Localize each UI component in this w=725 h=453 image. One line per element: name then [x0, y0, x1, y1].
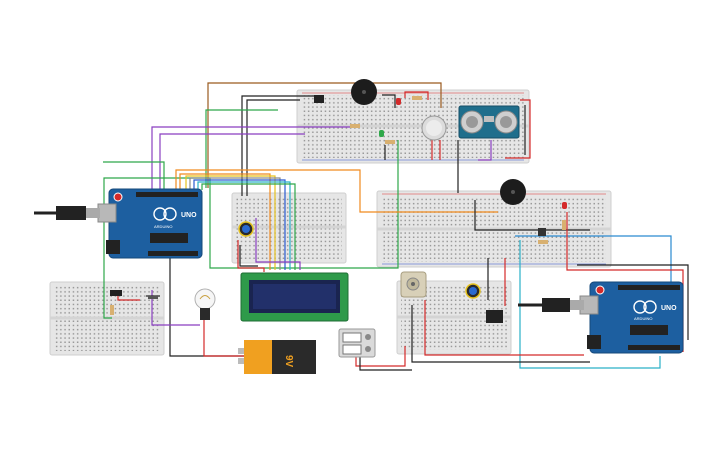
buzzer-right [500, 179, 526, 205]
wire-orange [175, 169, 498, 213]
battery-label: 9V [283, 355, 294, 368]
led-green-top [379, 130, 384, 137]
wire-purple-2 [159, 133, 305, 190]
wire-gray [189, 177, 281, 270]
wire-purple-lower [151, 290, 200, 326]
lcd-display [240, 272, 349, 322]
potentiometer-bottom [465, 283, 481, 299]
wire-brown [207, 82, 442, 188]
led-red-right [562, 202, 567, 209]
breadboard-right [376, 190, 612, 268]
wire-black-right-3 [577, 264, 689, 340]
usb-cable-left [34, 206, 100, 220]
wire-red-lower [203, 320, 244, 357]
wire-red-switch [355, 346, 406, 367]
light-bulb [194, 288, 216, 320]
wire-black-right-2 [474, 200, 590, 231]
wire-blue [193, 179, 286, 270]
arduino-uno-right: UNO ARDUINO [579, 281, 684, 354]
pushbutton [538, 228, 546, 236]
arduino-uno-left: UNO ARDUINO [97, 188, 203, 259]
slide-switch [338, 328, 376, 358]
resistors [110, 96, 566, 315]
relay [486, 310, 503, 323]
led-red-top [396, 98, 401, 105]
wire-orange-2 [179, 173, 271, 270]
wire-purple-1 [151, 126, 360, 190]
wire-black-top [241, 95, 315, 196]
wire-black-top-2 [246, 99, 300, 196]
wire-red-top-right [505, 99, 531, 159]
wire-cyan [197, 181, 291, 270]
buzzer-top [351, 79, 377, 105]
gas-sensor [421, 115, 447, 141]
wire-green-lcd [201, 183, 296, 270]
wire-yellow [185, 175, 276, 270]
wire-purple-3 [478, 140, 492, 161]
arduino-left-brand: UNO [181, 212, 197, 219]
arduino-right-maker: ARDUINO [634, 316, 652, 321]
wire-red-lcd [237, 240, 265, 272]
potentiometer-middle [238, 221, 254, 237]
wire-green-2 [103, 161, 165, 190]
arduino-right-brand: UNO [661, 305, 677, 312]
wire-black-buzzer [382, 94, 396, 108]
battery-9v: 9V [238, 340, 316, 374]
wire-purple-lcd [255, 218, 301, 270]
dc-motor [400, 271, 427, 298]
wire-red-bottom [424, 300, 584, 356]
usb-cable-right [518, 298, 584, 312]
wire-black-switch [359, 352, 412, 371]
wire-black-bottom [411, 305, 590, 363]
wire-red-top [404, 91, 429, 100]
ic-chip-top [314, 95, 324, 103]
ultrasonic-sensor [458, 105, 520, 139]
wire-black-lcd [239, 245, 258, 267]
wire-green-top [205, 109, 278, 188]
ic-chip-left [110, 290, 158, 299]
arduino-left-maker: ARDUINO [154, 224, 172, 229]
